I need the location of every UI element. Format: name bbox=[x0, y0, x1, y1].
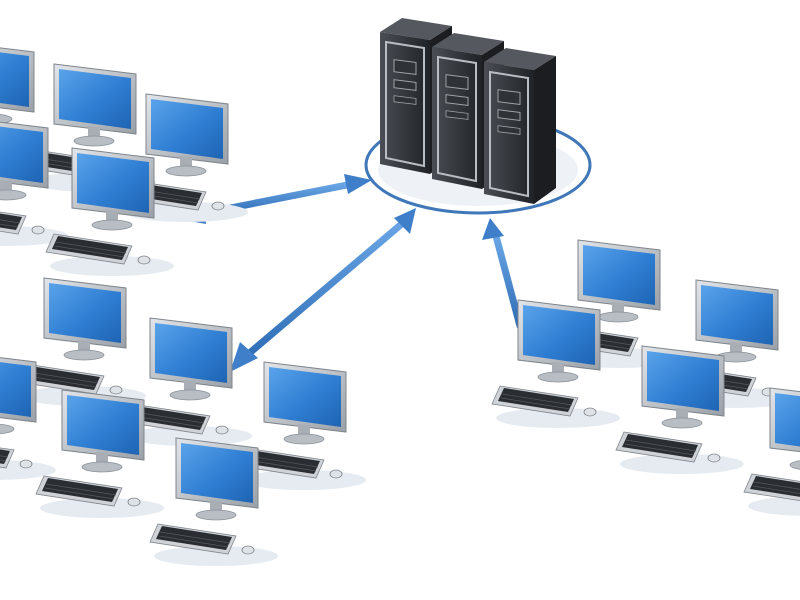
double-arrow-icon bbox=[482, 218, 524, 330]
double-arrow-icon bbox=[230, 208, 416, 372]
server-cluster bbox=[364, 17, 592, 215]
server-tower-icon bbox=[483, 47, 557, 205]
